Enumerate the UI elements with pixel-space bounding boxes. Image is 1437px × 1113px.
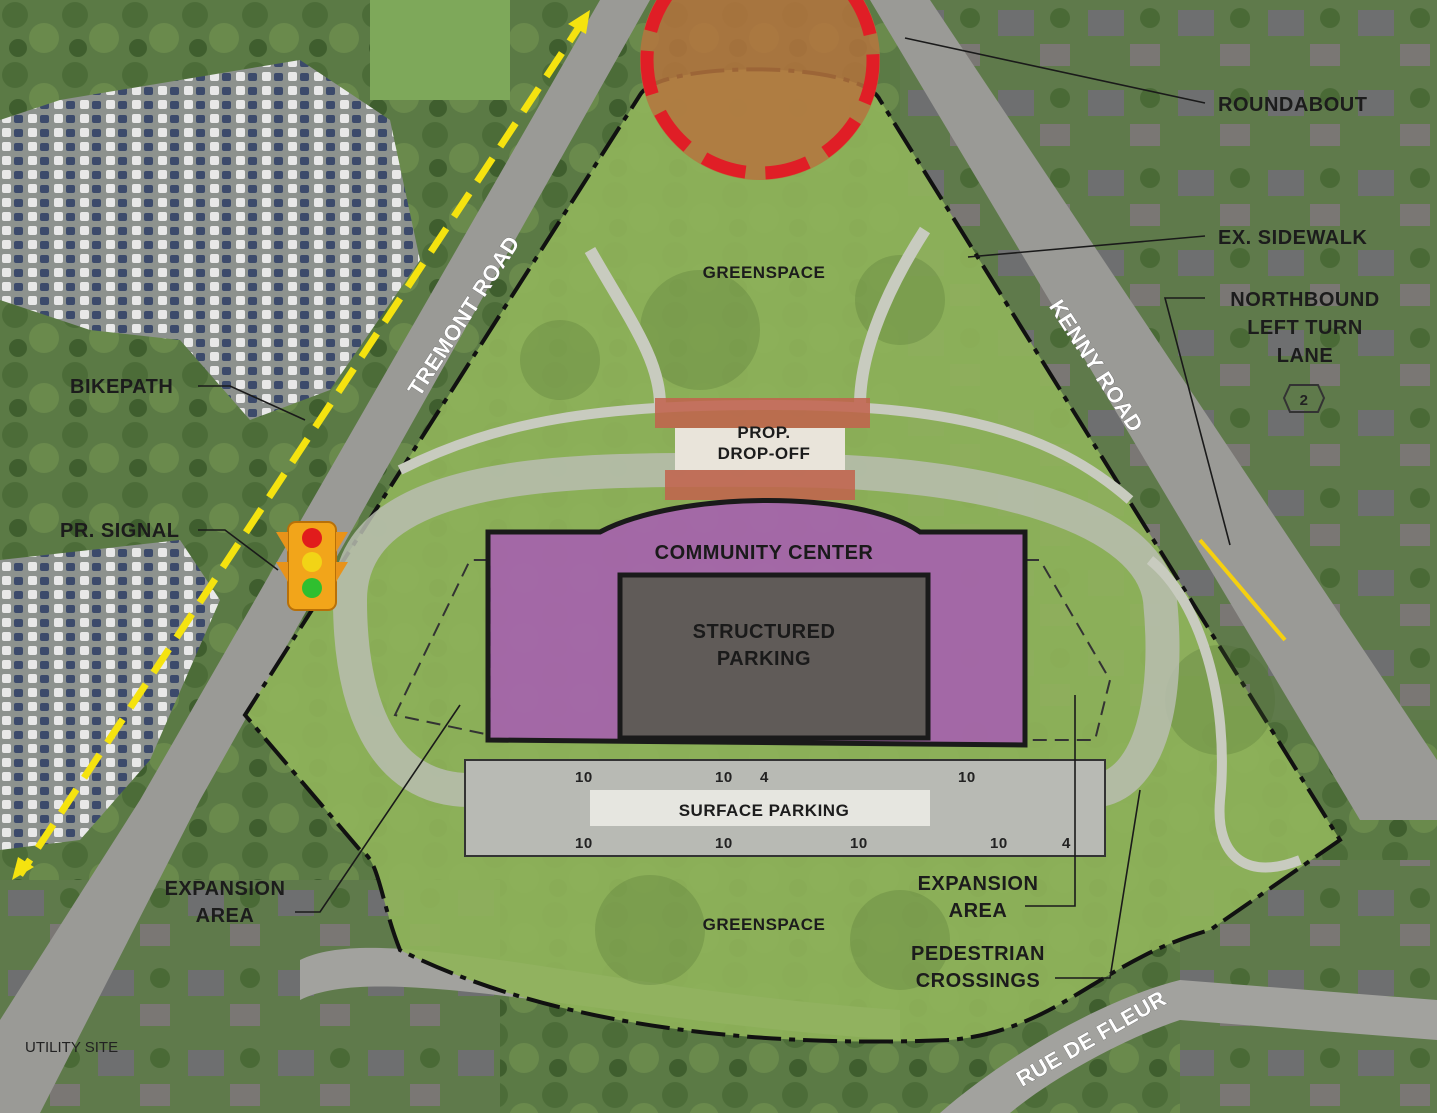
leader-expansion-right [1025, 695, 1076, 907]
structured-parking-label-line1: STRUCTURED [693, 621, 836, 643]
leader-pr-signal [198, 529, 279, 571]
bikepath-label: BIKEPATH [70, 376, 173, 398]
structured-parking-label-line2: PARKING [717, 648, 811, 670]
bikepath-arrow-north [568, 10, 590, 34]
rue-de-fleur-surface [940, 980, 1437, 1113]
structured-parking-deck [617, 572, 931, 741]
walkway-east-arc [1146, 556, 1302, 873]
expansion-left-label-line2: AREA [196, 905, 255, 927]
pedestrian-label-line2: CROSSINGS [916, 970, 1041, 992]
drop-off-lane [675, 428, 845, 470]
bikepath-line [17, 16, 588, 877]
kenny-road-surface [870, 0, 1437, 820]
surface-parking-label: SURFACE PARKING [679, 801, 850, 820]
pedestrian-label-line1: PEDESTRIAN [911, 943, 1045, 965]
route-shield-icon: 2 [1282, 384, 1326, 413]
expansion-area-west-outline [393, 559, 491, 737]
stall-count: 10 [575, 769, 593, 786]
leader-ex-sidewalk [967, 235, 1206, 258]
roundabout-ring [640, 0, 880, 180]
leader-roundabout [904, 37, 1206, 104]
stall-count: 10 [958, 769, 976, 786]
northbound-label-line2: LEFT TURN [1247, 317, 1363, 339]
parking-lot-northwest [0, 60, 420, 420]
stall-count: 4 [760, 769, 769, 786]
stall-count: 4 [1062, 835, 1071, 852]
leader-pedestrian-crossings [1055, 789, 1141, 979]
drop-off-canopy-south [665, 470, 855, 500]
roundabout-circle [640, 0, 880, 180]
stall-count: 10 [850, 835, 868, 852]
expansion-right-label-line1: EXPANSION [918, 873, 1039, 895]
northbound-label-line3: LANE [1277, 345, 1333, 367]
roundabout-label: ROUNDABOUT [1218, 94, 1367, 116]
leader-northbound [1163, 297, 1231, 546]
stall-count: 10 [990, 835, 1008, 852]
walkway-west [584, 247, 666, 406]
svg-text:2: 2 [1300, 392, 1309, 409]
stall-count: 10 [715, 835, 733, 852]
greenspace-north-label: GREENSPACE [703, 263, 826, 282]
expansion-right-label-line2: AREA [949, 900, 1008, 922]
community-center-label: COMMUNITY CENTER [655, 542, 874, 564]
site-circulation-loop [332, 452, 1180, 807]
surface-parking-aisle [590, 790, 930, 826]
golf-green [370, 0, 510, 100]
parking-stall-counts: 10 10 4 10 10 10 10 10 4 [575, 769, 1071, 852]
traffic-signal-icon [276, 521, 348, 611]
drop-off-label-line1: PROP. [737, 423, 790, 442]
leader-bikepath [198, 385, 306, 421]
utility-site-label: UTILITY SITE [25, 1039, 118, 1056]
stall-count: 10 [715, 769, 733, 786]
stall-count: 10 [575, 835, 593, 852]
parking-lot-west [0, 540, 220, 850]
leader-expansion-left [295, 704, 461, 913]
bikepath-arrow-south [12, 857, 34, 880]
walkway-east [854, 226, 931, 406]
northbound-turn-lane-marking [1198, 538, 1287, 642]
ex-sidewalk-label: EX. SIDEWALK [1218, 227, 1367, 249]
expansion-left-label-line1: EXPANSION [165, 878, 286, 900]
greenspace-south-label: GREENSPACE [703, 915, 826, 934]
drop-off-label-line2: DROP-OFF [718, 444, 811, 463]
drop-off-canopy-north [655, 398, 870, 428]
northbound-label-line1: NORTHBOUND [1230, 289, 1379, 311]
pr-signal-label: PR. SIGNAL [60, 520, 179, 542]
